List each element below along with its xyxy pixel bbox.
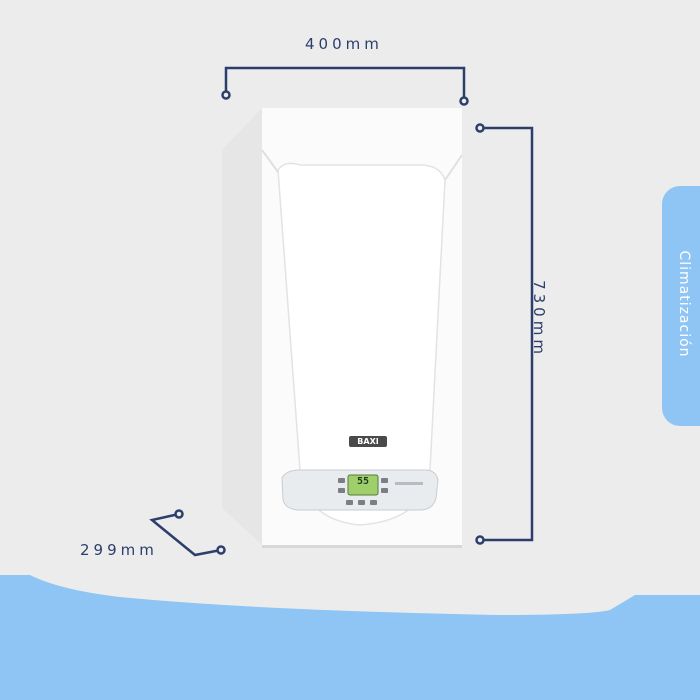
bottom-wave-shape <box>0 575 700 700</box>
category-tab[interactable] <box>662 186 700 426</box>
brand-logo: BAXI <box>349 436 387 447</box>
display-readout: 55 <box>356 476 370 487</box>
height-label: 730mm <box>529 280 548 358</box>
boiler-illustration <box>222 108 463 548</box>
height-dimension-line <box>475 123 534 545</box>
width-label: 400mm <box>305 35 383 53</box>
width-dimension-line <box>221 66 469 106</box>
lcd-display <box>347 474 379 496</box>
category-tab-label: Climatización <box>676 250 692 358</box>
boiler-side <box>222 108 262 545</box>
depth-dimension-line <box>149 509 226 557</box>
depth-label: 299mm <box>80 541 158 559</box>
